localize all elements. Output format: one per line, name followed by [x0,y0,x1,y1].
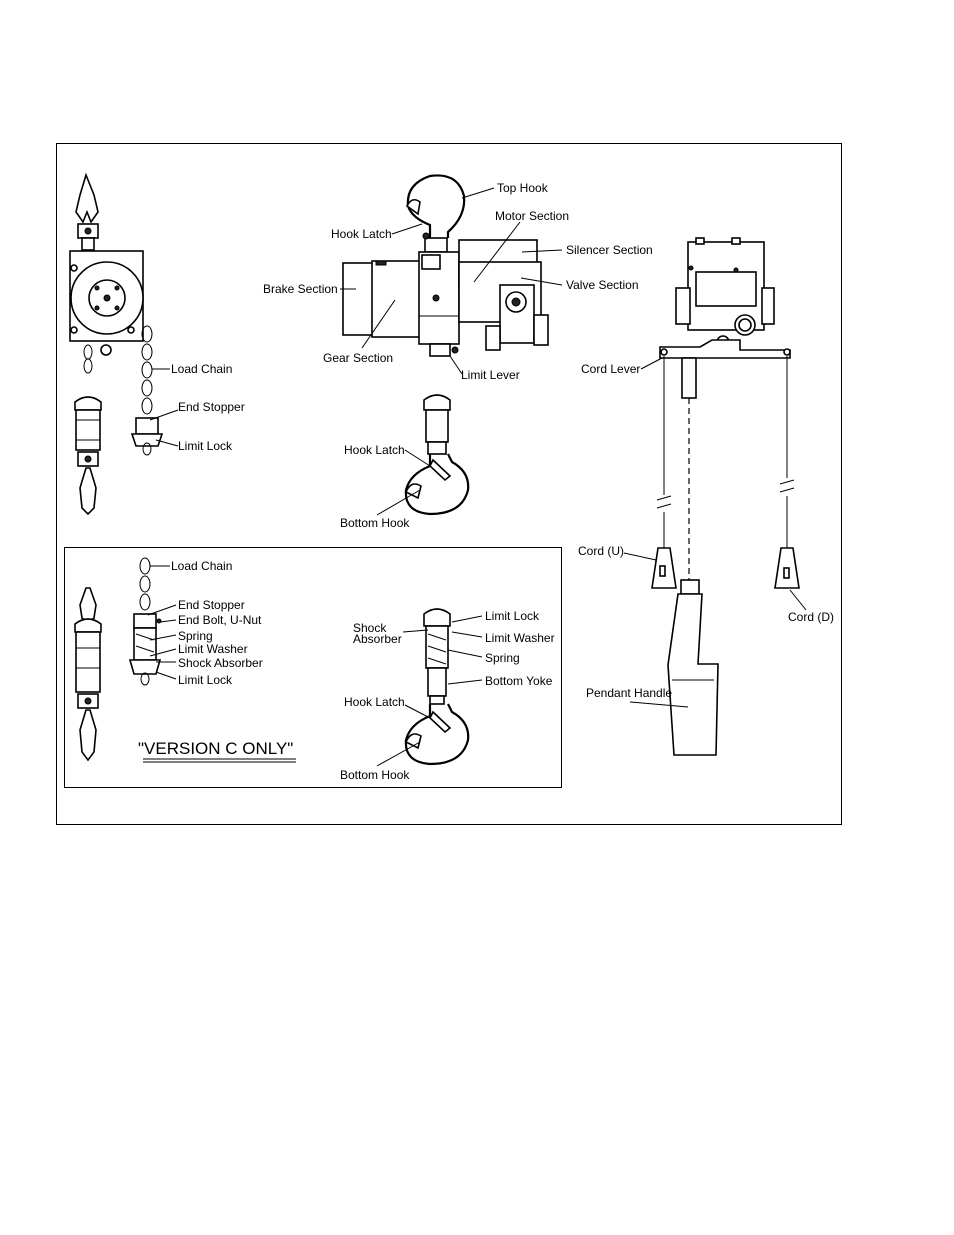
label-motor-section: Motor Section [495,209,569,223]
label-top-hook: Top Hook [497,181,549,195]
label-bottom-hook: Bottom Hook [340,516,410,530]
inset-label-end-stopper: End Stopper [178,598,245,612]
inset-right-assembly [404,608,470,766]
inset-label-shock-line2: Absorber [353,632,402,646]
inset-label-spring-right: Spring [485,651,520,665]
label-cord-d: Cord (D) [788,610,834,624]
inset-label-shock-absorber-left: Shock Absorber [178,656,263,670]
label-cord-lever: Cord Lever [581,362,640,376]
label-hook-latch-bottom: Hook Latch [344,443,405,457]
inset-label-limit-lock-right: Limit Lock [485,609,540,623]
side-view-hoist [69,172,164,516]
label-pendant-handle: Pendant Handle [586,686,672,700]
front-view-hoist [342,174,549,516]
label-gear-section: Gear Section [323,351,393,365]
inset-label-bottom-yoke: Bottom Yoke [485,674,553,688]
version-c-only-label: "VERSION C ONLY" [138,739,293,758]
figure-frame [56,143,842,825]
inset-label-spring-left: Spring [178,629,213,643]
inset-label-limit-washer-left: Limit Washer [178,642,248,656]
label-limit-lock-left: Limit Lock [178,439,233,453]
version-c-inset-frame [64,547,562,788]
inset-label-limit-lock-left: Limit Lock [178,673,233,687]
inset-label-end-bolt: End Bolt, U-Nut [178,613,262,627]
inset-label-limit-washer-right: Limit Washer [485,631,555,645]
inset-label-hook-latch: Hook Latch [344,695,405,709]
inset-left-assembly [74,557,162,762]
label-end-stopper-left: End Stopper [178,400,245,414]
inset-label-load-chain: Load Chain [171,559,232,573]
label-silencer-section: Silencer Section [566,243,653,257]
label-hook-latch-top: Hook Latch [331,227,392,241]
inset-label-shock-line1: Shock [353,621,387,635]
label-load-chain-left: Load Chain [171,362,232,376]
inset-label-bottom-hook: Bottom Hook [340,768,410,782]
pendant-view-hoist [651,237,800,756]
label-brake-section: Brake Section [263,282,338,296]
label-valve-section: Valve Section [566,278,639,292]
label-cord-u: Cord (U) [578,544,624,558]
label-limit-lever: Limit Lever [461,368,520,382]
